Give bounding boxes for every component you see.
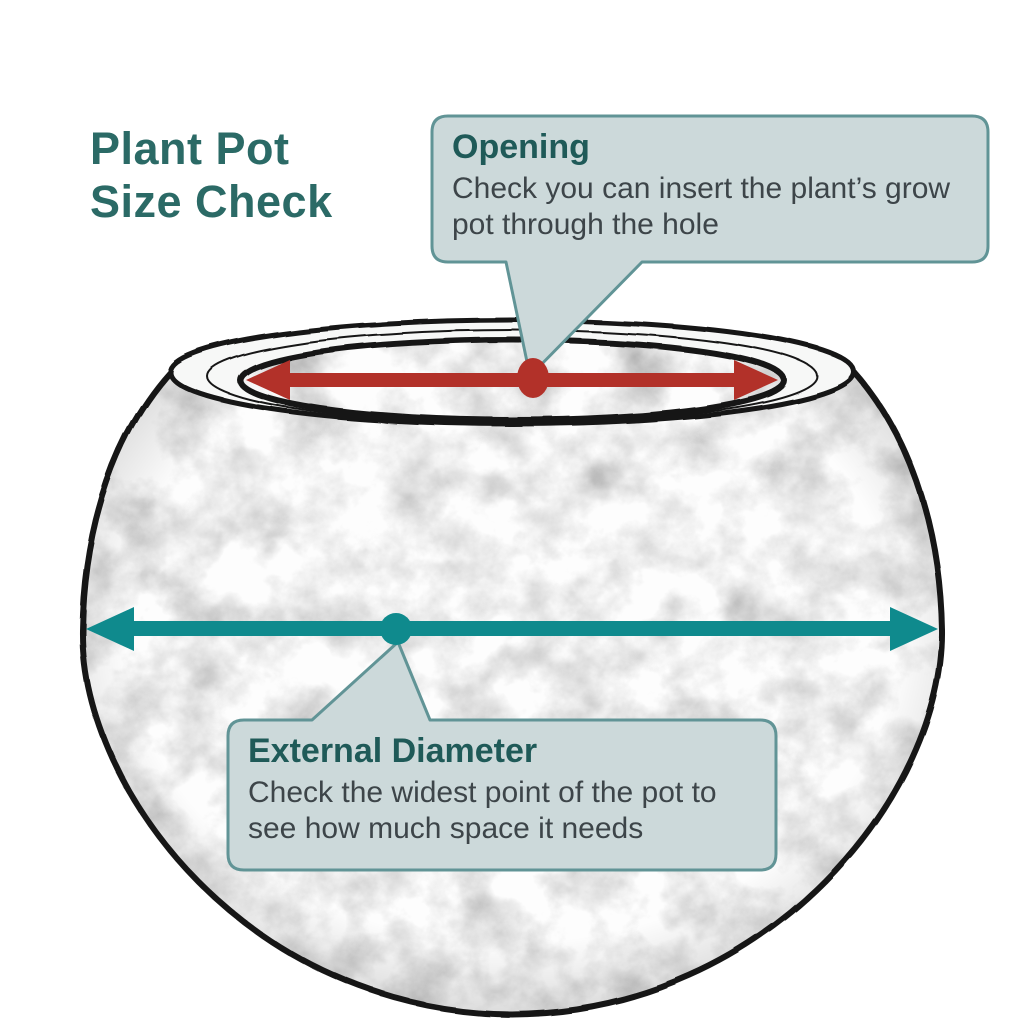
opening-arrow-right-head [734, 360, 778, 400]
pot-sketch [78, 317, 946, 1018]
external-diameter-callout-heading: External Diameter [248, 732, 538, 770]
opening-dot-icon [517, 358, 549, 398]
external-diameter-callout-bubble [226, 640, 778, 872]
diameter-arrow-shaft [124, 621, 900, 636]
opening-callout-body: Check you can insert the plant’s grow po… [452, 172, 951, 242]
pot-outlines [78, 317, 946, 1018]
pot-opening-edge [237, 337, 787, 423]
pot-rim-outer-edge [167, 317, 857, 427]
opening-callout-bubble [430, 114, 990, 378]
diameter-arrow-icon [86, 607, 938, 651]
diameter-arrow-right-head [890, 607, 938, 651]
opening-arrow-shaft [278, 373, 746, 387]
opening-callout-heading: Opening [452, 128, 590, 166]
opening-callout: Opening Check you can insert the plant’s… [432, 116, 988, 262]
page-title-line1: Plant Pot [90, 123, 290, 174]
pot-silhouette [78, 369, 946, 1018]
pot-rim-inner-line [206, 329, 818, 423]
diameter-arrow-left-head [86, 607, 134, 651]
external-diameter-callout: External Diameter Check the widest point… [228, 720, 776, 870]
page-title: Plant Pot Size Check [90, 122, 333, 228]
page-title-line2: Size Check [90, 176, 333, 228]
opening-arrow-icon [246, 360, 778, 400]
external-diameter-callout-body: Check the widest point of the pot to see… [248, 776, 717, 846]
diameter-dot-icon [380, 613, 412, 645]
opening-arrow-left-head [246, 360, 290, 400]
